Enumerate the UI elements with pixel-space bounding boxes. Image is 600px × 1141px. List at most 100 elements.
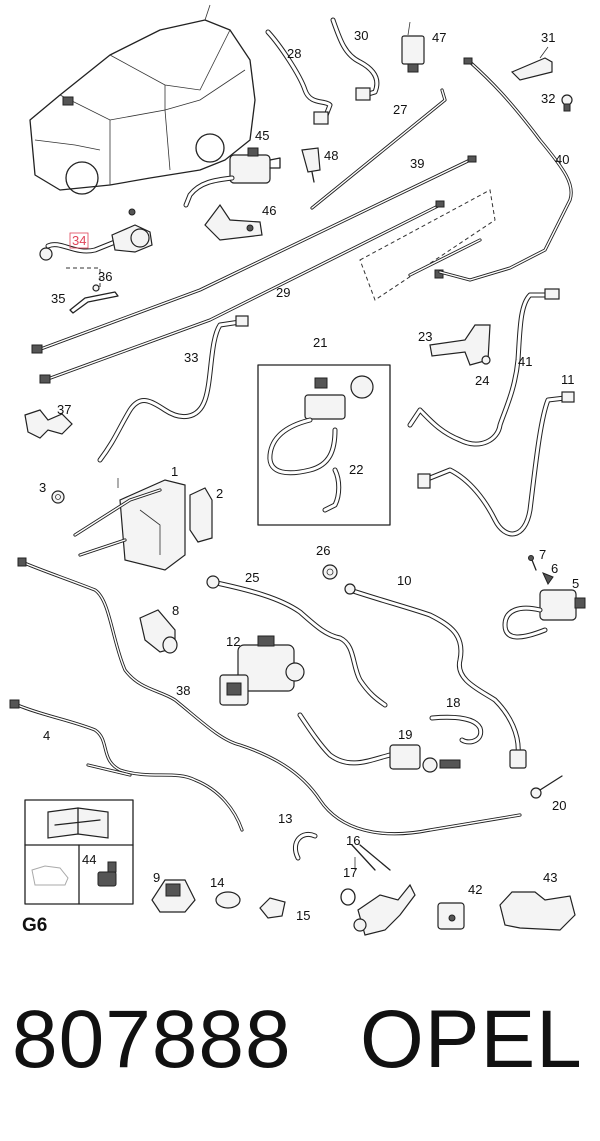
callout-13: 13 [278, 811, 292, 826]
callout-34-highlight-frame [69, 232, 89, 249]
part-33-hose[interactable] [97, 315, 249, 463]
callout-18: 18 [446, 695, 460, 710]
part-29-line[interactable] [39, 200, 445, 384]
callout-7: 7 [539, 547, 546, 562]
callout-32: 32 [541, 91, 555, 106]
callout-40: 40 [555, 152, 569, 167]
part-12-pump[interactable] [219, 635, 305, 706]
part-34-vacuum-pump-assembly[interactable] [39, 208, 153, 290]
part-3-nut[interactable] [51, 490, 65, 504]
part-17-o-ring[interactable] [340, 888, 356, 906]
callout-6: 6 [551, 561, 558, 576]
part-37-clip[interactable] [24, 409, 73, 439]
callout-16: 16 [346, 833, 360, 848]
part-20-bolt[interactable] [530, 775, 563, 799]
callout-23: 23 [418, 329, 432, 344]
callout-30: 30 [354, 28, 368, 43]
part-28-hose[interactable] [265, 29, 333, 125]
part-40-line[interactable] [438, 57, 573, 282]
car-outline [29, 4, 256, 195]
part-9-bracket[interactable] [151, 879, 196, 913]
callout-17: 17 [343, 865, 357, 880]
callout-42: 42 [468, 882, 482, 897]
part-18-hose[interactable] [429, 714, 484, 745]
leader-lines [117, 21, 549, 870]
callout-20: 20 [552, 798, 566, 813]
part-31-bracket[interactable] [510, 57, 553, 81]
part-26-clamp[interactable] [322, 564, 338, 580]
callout-37: 37 [57, 402, 71, 417]
callout-47: 47 [432, 30, 446, 45]
part-39-line[interactable] [31, 155, 477, 354]
callout-14: 14 [210, 875, 224, 890]
part-44-valve[interactable] [97, 861, 117, 887]
part-43-clip[interactable] [499, 891, 576, 931]
part-15-clip[interactable] [259, 897, 286, 919]
part-1-reservoir[interactable] [73, 479, 186, 571]
callout-34: 34 [72, 233, 86, 248]
callout-44: 44 [82, 852, 96, 867]
part-14-clip[interactable] [215, 891, 241, 909]
callout-45: 45 [255, 128, 269, 143]
callout-25: 25 [245, 570, 259, 585]
callout-38: 38 [176, 683, 190, 698]
part-27-rod[interactable] [310, 88, 447, 210]
brand-name: OPEL [360, 994, 583, 1085]
callout-48: 48 [324, 148, 338, 163]
part-24-bolt[interactable] [481, 355, 491, 365]
part-2-bracket[interactable] [189, 487, 213, 543]
part-30-hose[interactable] [330, 17, 380, 101]
callout-12: 12 [226, 634, 240, 649]
callout-15: 15 [296, 908, 310, 923]
part-4-hose[interactable] [9, 699, 244, 832]
part-11-hose[interactable] [417, 391, 575, 537]
part-19-sensor[interactable] [297, 712, 461, 773]
callout-11: 11 [561, 372, 575, 387]
part-16-tee-connector[interactable] [351, 844, 416, 936]
section-label: G6 [22, 915, 48, 936]
part-25-hose[interactable] [206, 575, 388, 708]
callout-4: 4 [43, 728, 50, 743]
part-29-extension-dashed [359, 189, 496, 301]
part-38-line[interactable] [17, 557, 522, 836]
part-32-bolt[interactable] [561, 94, 573, 112]
part-47-connector[interactable] [401, 35, 425, 73]
callout-1: 1 [171, 464, 178, 479]
callout-3: 3 [39, 480, 46, 495]
callout-21: 21 [313, 335, 327, 350]
manual-wrench-icon [47, 807, 109, 839]
callout-19: 19 [398, 727, 412, 742]
part-8-sleeve[interactable] [139, 609, 178, 654]
callout-35: 35 [51, 291, 65, 306]
part-13-elbow[interactable] [292, 832, 318, 861]
callout-5: 5 [572, 576, 579, 591]
part-7-screw[interactable] [528, 555, 537, 571]
callout-22: 22 [349, 462, 363, 477]
callout-9: 9 [153, 870, 160, 885]
callout-8: 8 [172, 603, 179, 618]
part-46-bracket[interactable] [204, 203, 263, 241]
callout-27: 27 [393, 102, 407, 117]
part-42-clip[interactable] [437, 902, 465, 930]
callout-39: 39 [410, 156, 424, 171]
part-45-valve[interactable] [183, 147, 281, 208]
callout-41: 41 [518, 354, 532, 369]
callout-29: 29 [276, 285, 290, 300]
part-10-hose[interactable] [344, 583, 527, 769]
part-48-clip[interactable] [301, 147, 321, 183]
part-6-clip[interactable] [542, 572, 554, 585]
legend-box [24, 799, 134, 905]
part-23-bracket[interactable] [429, 324, 491, 366]
part-21-box[interactable] [257, 364, 391, 526]
callout-26: 26 [316, 543, 330, 558]
callout-28: 28 [287, 46, 301, 61]
callout-36: 36 [98, 269, 112, 284]
callout-46: 46 [262, 203, 276, 218]
callout-labels: 1 2 3 4 5 6 7 8 9 10 11 12 13 14 15 16 1… [39, 28, 579, 923]
callout-33: 33 [184, 350, 198, 365]
car-accessory-outline-icon [31, 865, 69, 886]
part-41-hose[interactable] [407, 288, 560, 447]
part-35-bracket[interactable] [69, 284, 119, 314]
callout-24: 24 [475, 373, 489, 388]
part-5-valve-assembly[interactable] [502, 589, 586, 640]
